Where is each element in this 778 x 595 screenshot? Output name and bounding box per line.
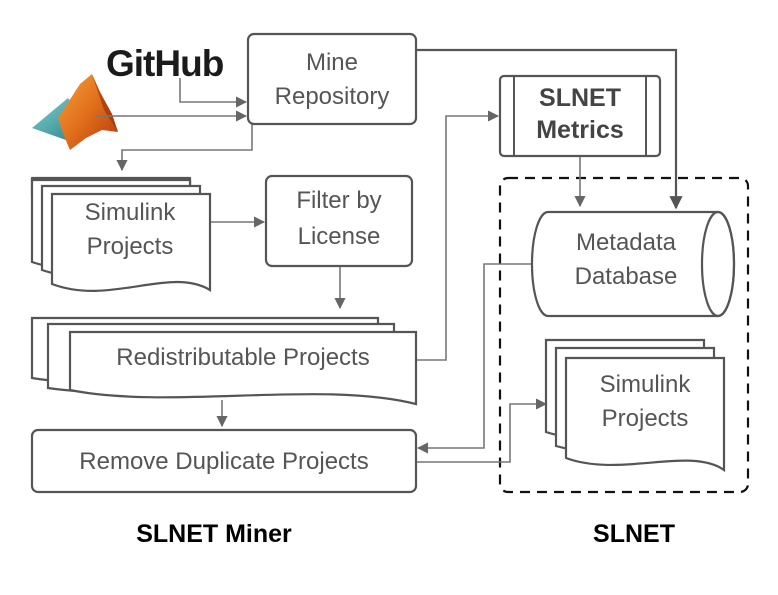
svg-text:Projects: Projects: [87, 233, 174, 260]
svg-text:Repository: Repository: [275, 83, 390, 110]
node-filter-by-license: Filter by License: [264, 174, 414, 268]
slnet-container: [498, 176, 750, 494]
svg-text:Metrics: Metrics: [536, 116, 624, 144]
svg-text:Redistributable Projects: Redistributable Projects: [116, 344, 369, 371]
node-mine-repository: Mine Repository: [246, 32, 418, 126]
caption-slnet: SLNET: [593, 520, 675, 548]
svg-text:Projects: Projects: [602, 405, 689, 432]
node-simulink-projects-source: Simulink Projects: [30, 176, 212, 292]
svg-text:Remove Duplicate Projects: Remove Duplicate Projects: [79, 448, 368, 475]
node-metadata-database: Metadata Database: [530, 210, 736, 318]
svg-text:Filter by: Filter by: [296, 187, 381, 214]
svg-text:SLNET: SLNET: [539, 84, 621, 112]
github-logo: GitHub: [106, 43, 224, 84]
svg-text:Metadata: Metadata: [576, 229, 677, 256]
svg-text:Mine: Mine: [306, 49, 358, 76]
svg-text:Simulink: Simulink: [600, 371, 692, 398]
svg-text:License: License: [298, 223, 381, 250]
node-slnet-metrics: SLNET Metrics: [498, 74, 662, 158]
node-remove-duplicate-projects: Remove Duplicate Projects: [30, 428, 418, 494]
node-redistributable-projects: Redistributable Projects: [30, 316, 418, 406]
svg-text:Simulink: Simulink: [85, 199, 177, 226]
matlab-membrane-icon: [32, 74, 118, 150]
connectors: [96, 48, 683, 463]
caption-slnet-miner: SLNET Miner: [136, 520, 292, 548]
node-simulink-projects-slnet: Simulink Projects: [544, 338, 726, 473]
svg-text:Database: Database: [575, 263, 678, 290]
